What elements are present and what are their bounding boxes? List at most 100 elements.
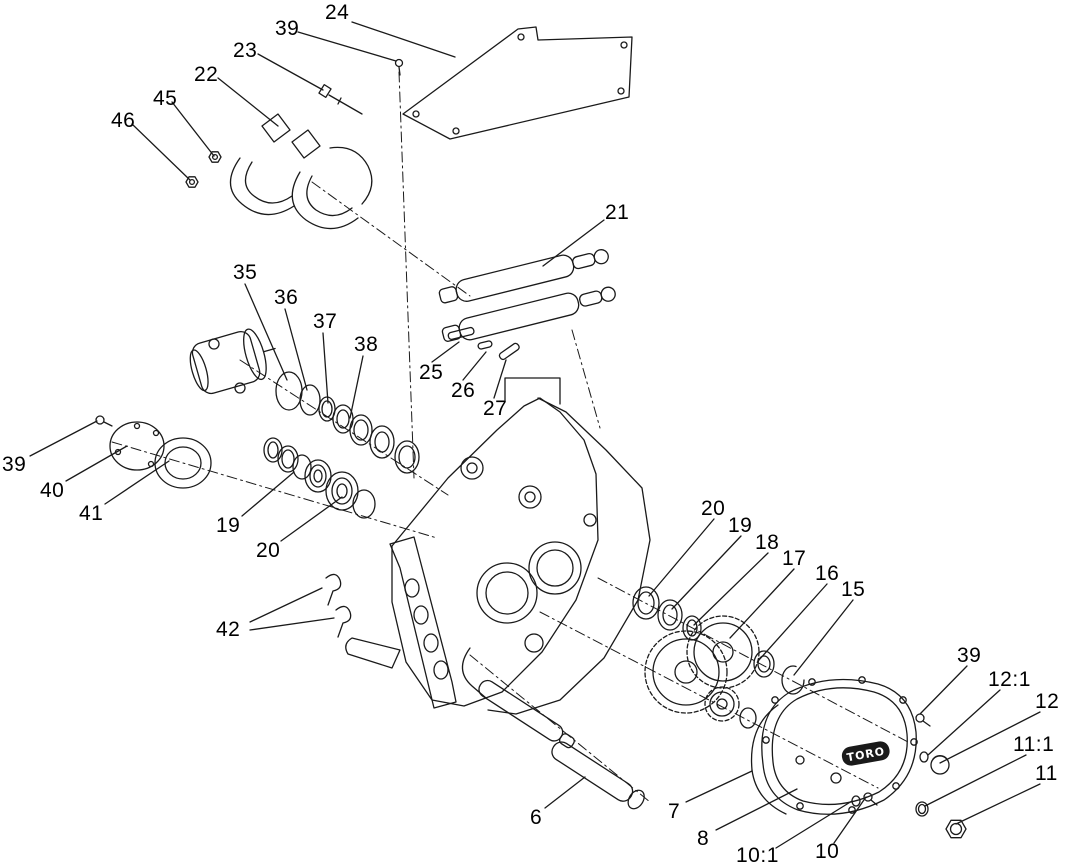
callout-16-24: 16 — [815, 562, 840, 585]
part-6-shafts — [461, 647, 645, 810]
leader-line-42 — [249, 587, 323, 623]
callout-45-4: 45 — [153, 87, 178, 110]
callout-40-15: 40 — [40, 479, 65, 502]
callout-18-22: 18 — [755, 531, 780, 554]
spacer-ring-right — [739, 707, 757, 729]
callout-20-20: 20 — [701, 497, 726, 520]
part-16-spacer — [753, 650, 775, 678]
callout-27-13: 27 — [483, 397, 508, 420]
callout-35-7: 35 — [233, 261, 258, 284]
callout-15-25: 15 — [841, 578, 866, 601]
part-19-bearing-left — [304, 459, 332, 493]
leader-line-24 — [351, 21, 456, 58]
part-22-clamp-assembly — [229, 113, 373, 230]
callout-36-8: 36 — [274, 286, 299, 309]
leader-line-26 — [462, 351, 487, 381]
leader-line-27 — [493, 359, 507, 399]
part-46-nut — [185, 176, 199, 188]
callout-38-10: 38 — [354, 333, 379, 356]
part-27-pin — [498, 342, 520, 361]
leader-line-12 — [939, 711, 1041, 764]
callout-26-12: 26 — [451, 379, 476, 402]
left-bearing-series — [263, 437, 312, 480]
part-45-nut — [208, 151, 222, 163]
leader-line-15 — [793, 599, 854, 676]
part-25-pin — [447, 326, 475, 341]
callout-11-30: 11 — [1035, 762, 1058, 785]
leader-line-12-1 — [927, 689, 1001, 756]
callout-24-0: 24 — [325, 1, 350, 24]
callout-41-16: 41 — [79, 502, 104, 525]
part-11-1-o-ring — [915, 801, 929, 817]
part-35-hydraulic-motor — [189, 328, 276, 395]
leader-line-22 — [217, 77, 279, 127]
leader-line-36 — [284, 308, 308, 391]
callout-39-1: 39 — [275, 17, 300, 40]
leader-line-20 — [280, 496, 343, 542]
callout-7-32: 7 — [668, 800, 681, 823]
callout-25-11: 25 — [419, 361, 444, 384]
leader-line-38 — [349, 355, 364, 419]
callout-20-18: 20 — [256, 539, 281, 562]
leader-line-21 — [542, 219, 605, 267]
leader-line-11-1 — [924, 754, 1027, 807]
part-39-screw-top — [394, 58, 404, 76]
leader-line-18 — [693, 552, 769, 626]
callout-10-1-34: 10:1 — [736, 844, 779, 866]
callout-6-31: 6 — [530, 806, 543, 829]
callout-39-26: 39 — [957, 644, 982, 667]
leader-line-37 — [322, 332, 329, 404]
leader-line-39 — [29, 420, 98, 457]
callout-19-17: 19 — [216, 514, 241, 537]
leader-line-19 — [671, 535, 742, 610]
part-21-cylinders — [438, 249, 616, 342]
leader-line-39 — [919, 665, 968, 715]
callout-12-1-27: 12:1 — [988, 668, 1031, 691]
callout-12-28: 12 — [1035, 690, 1060, 713]
part-24-mounting-plate — [402, 26, 633, 140]
part-15-snap-ring — [781, 665, 805, 695]
callout-46-5: 46 — [111, 109, 136, 132]
part-8-gasket — [750, 704, 787, 815]
part-10-bolt — [863, 792, 878, 806]
part-12-plug — [930, 755, 950, 775]
leader-line-23 — [257, 53, 324, 91]
part-26-pin — [477, 340, 493, 350]
large-gear — [644, 630, 728, 714]
leader-line-6 — [544, 776, 586, 809]
leader-line-7 — [685, 770, 753, 803]
part-42-clips — [325, 573, 352, 638]
callout-42-19: 42 — [216, 618, 241, 641]
spacer-ring — [352, 489, 376, 519]
part-39-screw-left — [95, 415, 113, 427]
part-20-bearing-right — [632, 586, 660, 620]
leader-line-20 — [648, 518, 715, 597]
leader-line-16 — [758, 583, 828, 661]
leader-line-45 — [171, 101, 215, 157]
callout-21-6: 21 — [605, 201, 630, 224]
leader-line-39 — [297, 31, 397, 62]
callout-8-33: 8 — [697, 827, 710, 850]
leader-line-41 — [104, 460, 170, 505]
leader-line-46 — [131, 123, 191, 181]
leader-line-10 — [833, 796, 867, 844]
callout-17-23: 17 — [782, 547, 807, 570]
leader-line-35 — [244, 283, 288, 381]
part-7-cover: TORO — [761, 676, 918, 815]
gearbox-housing — [345, 377, 651, 715]
callout-22-3: 22 — [194, 63, 219, 86]
leader-line-11 — [955, 783, 1041, 825]
callout-39-14: 39 — [2, 453, 27, 476]
part-20-bearing-left — [325, 471, 359, 511]
small-cluster-gear — [704, 686, 740, 722]
leader-line-25 — [431, 341, 460, 363]
callout-10-35: 10 — [815, 840, 840, 863]
leader-line-40 — [65, 445, 128, 482]
shaft-seal-ring-series — [332, 404, 420, 474]
leader-line-8 — [715, 788, 798, 831]
toro-logo: TORO — [841, 741, 890, 766]
part-12-1-o-ring — [919, 751, 929, 763]
part-37-o-ring — [299, 384, 321, 416]
